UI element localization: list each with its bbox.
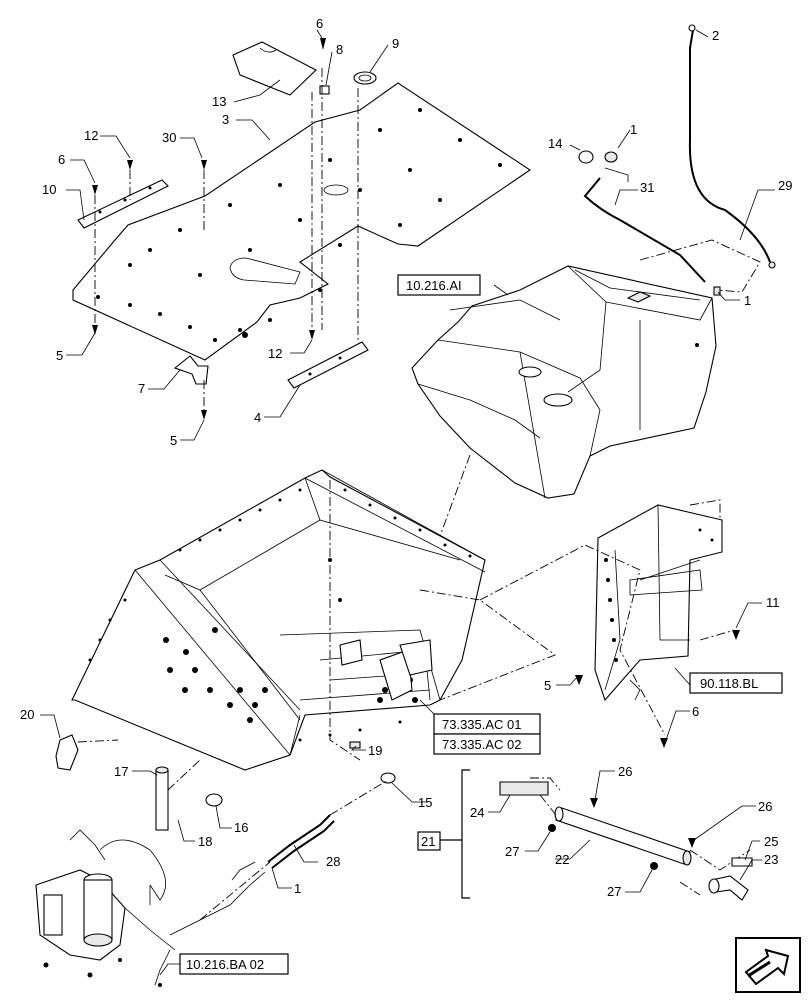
svg-text:21: 21 — [421, 834, 435, 849]
callout: 17 — [114, 764, 128, 779]
callout: 4 — [254, 410, 261, 425]
callout: 26 — [618, 764, 632, 779]
callout: 15 — [418, 795, 432, 810]
next-page-arrow-icon[interactable] — [735, 937, 801, 993]
ref-tank[interactable]: 10.216.AI — [397, 274, 481, 296]
pipe-assembly-line — [167, 759, 201, 791]
callout: 5 — [544, 678, 551, 693]
grommet — [353, 71, 377, 85]
callout: 6 — [692, 704, 699, 719]
callout: 29 — [778, 178, 792, 193]
frame-dashed-outline — [329, 480, 361, 761]
callout: 12 — [84, 128, 98, 143]
pad — [499, 777, 561, 796]
side-panel-dashed-2 — [689, 499, 721, 520]
leader-lines — [40, 29, 775, 976]
clamp-right — [713, 286, 721, 296]
ref-filter[interactable]: 10.216.BA 02 — [179, 953, 289, 975]
svg-text:73.335.AC 01: 73.335.AC 01 — [442, 717, 522, 732]
elbow-dashed — [679, 881, 701, 896]
nut-fastener — [319, 85, 330, 95]
callout: 14 — [548, 136, 562, 151]
callout: 25 — [764, 834, 778, 849]
callout: 6 — [58, 152, 65, 167]
ref-bracket[interactable]: 90.118.BL — [689, 672, 783, 694]
kit-label: 21 — [417, 831, 441, 851]
tube-end-dashed — [689, 849, 751, 871]
svg-text:10.216.AI: 10.216.AI — [406, 278, 462, 293]
callout: 22 — [555, 852, 569, 867]
floor-assembly-lines — [94, 68, 359, 410]
callout: 1 — [294, 881, 301, 896]
callout: 5 — [56, 348, 63, 363]
callout: 30 — [162, 130, 176, 145]
bracket — [173, 355, 209, 385]
callout: 19 — [368, 743, 382, 758]
left-strip — [77, 179, 169, 229]
upper-clamp — [380, 772, 396, 784]
callout: 18 — [198, 834, 212, 849]
fuel-tank — [411, 265, 717, 499]
callout: 24 — [470, 805, 484, 820]
frame-housing — [71, 469, 486, 771]
callout: 1 — [630, 122, 637, 137]
kit-group-bracket — [440, 769, 470, 899]
callout: 28 — [326, 854, 340, 869]
callout: 1 — [744, 293, 751, 308]
tube — [554, 806, 692, 866]
callout-numbers: 6 8 9 13 3 30 12 6 10 5 7 5 12 4 2 14 1 … — [20, 16, 792, 899]
frame-floor-dashed — [419, 589, 556, 701]
svg-text:90.118.BL: 90.118.BL — [700, 676, 758, 691]
clip — [55, 734, 79, 771]
vent-hose — [583, 167, 706, 283]
filter-assembly — [35, 829, 266, 987]
callout: 12 — [268, 346, 282, 361]
tank-vent-line — [639, 239, 761, 293]
side-panel-dashed — [479, 544, 666, 736]
floor-plate — [72, 82, 531, 361]
callout: 31 — [640, 180, 654, 195]
ref-frame-1[interactable]: 73.335.AC 01 — [433, 713, 541, 735]
callout: 11 — [766, 595, 780, 610]
svg-text:10.216.BA 02: 10.216.BA 02 — [186, 957, 264, 972]
floor-fasteners — [92, 38, 326, 420]
callout: 20 — [20, 707, 34, 722]
clamp-top — [604, 151, 618, 163]
small-fastener — [349, 741, 361, 749]
callout: 5 — [170, 433, 177, 448]
callout: 13 — [212, 94, 226, 109]
hose-clamp — [205, 793, 223, 807]
ref-frame-2[interactable]: 73.335.AC 02 — [433, 733, 541, 755]
hose-assembly-line — [199, 779, 389, 921]
elbow-fitting — [708, 875, 749, 901]
callout: 7 — [138, 381, 145, 396]
clip-assembly-line — [77, 739, 119, 743]
callout: 27 — [607, 884, 621, 899]
floor-strip — [287, 341, 369, 389]
callout: 3 — [222, 112, 229, 127]
tube-dashed — [539, 794, 557, 816]
cap — [578, 150, 594, 164]
callout: 27 — [505, 844, 519, 859]
callout: 8 — [336, 42, 343, 57]
side-bracket-panel — [594, 504, 723, 702]
callout: 23 — [764, 852, 778, 867]
hose-segment — [267, 814, 335, 869]
callout: 2 — [712, 28, 719, 43]
long-hose — [688, 24, 776, 269]
callout: 26 — [758, 799, 772, 814]
cover-plate — [232, 41, 317, 96]
side-panel-dashed-3 — [699, 629, 736, 641]
callout: 10 — [42, 182, 56, 197]
callout: 16 — [234, 820, 248, 835]
vertical-pipe — [155, 766, 169, 831]
tube-fasteners — [548, 798, 696, 870]
svg-text:73.335.AC 02: 73.335.AC 02 — [442, 737, 522, 752]
callout: 9 — [392, 36, 399, 51]
callout: 6 — [316, 16, 323, 31]
